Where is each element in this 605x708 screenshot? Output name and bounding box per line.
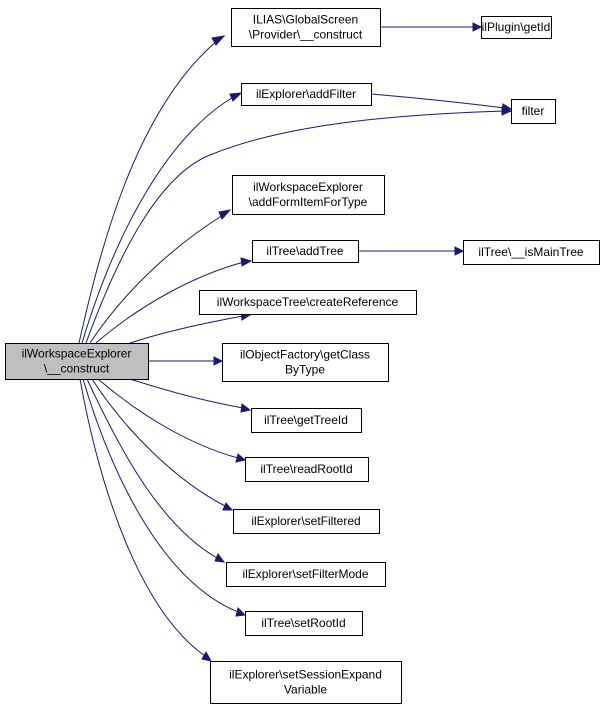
node-box (252, 240, 359, 263)
node-label: \__construct (44, 362, 110, 376)
edge-root-createref (129, 315, 244, 344)
node-label: ilTree\setRootId (261, 616, 345, 630)
node-box (5, 343, 149, 380)
nodes-layer: ilWorkspaceExplorer\__constructILIAS\Glo… (5, 8, 600, 704)
edge-root-setfiltered (91, 378, 226, 507)
node-label: ilExplorer\setFilterMode (242, 567, 368, 581)
edge-root-globalscreen (78, 39, 219, 344)
node-box (199, 290, 417, 315)
arrow-root-globalscreen (211, 35, 226, 46)
arrow-addtree-ismaintree (454, 246, 465, 256)
edge-root-addfilter (81, 95, 236, 344)
node-box (241, 83, 372, 106)
edge-root-readrootid (97, 378, 239, 459)
edge-root-setfiltermode (86, 378, 218, 559)
node-readrootid[interactable]: ilTree\readRootId (245, 457, 369, 482)
edge-root-setrootid (82, 378, 239, 613)
arrow-root-setrootid (235, 607, 247, 617)
node-label: \Provider\__construct (249, 28, 363, 42)
node-addfilter[interactable]: ilExplorer\addFilter (241, 83, 372, 106)
node-root[interactable]: ilWorkspaceExplorer\__construct (5, 343, 149, 380)
node-createref[interactable]: ilWorkspaceTree\createReference (199, 290, 417, 315)
node-box (251, 408, 362, 433)
arrow-root-addfilter (229, 92, 243, 102)
node-box (511, 99, 556, 124)
node-label: ILIAS\GlobalScreen (253, 13, 358, 27)
arrow-root-getclass (213, 356, 224, 366)
arrow-globalscreen-plugin (472, 22, 483, 32)
node-label: ilWorkspaceExplorer (253, 180, 363, 194)
node-box (233, 509, 380, 534)
node-label: ilWorkspaceTree\createReference (217, 295, 399, 309)
node-label: ilTree\getTreeId (264, 413, 348, 427)
node-label: Variable (284, 683, 327, 697)
node-label: ilPlugin\getId (482, 20, 551, 34)
node-box (222, 343, 389, 382)
node-plugin_getid[interactable]: ilPlugin\getId (481, 16, 552, 39)
node-label: ilTree\readRootId (260, 462, 352, 476)
node-label: ilObjectFactory\getClass (240, 348, 370, 362)
node-filter[interactable]: filter (511, 99, 556, 124)
arrow-root-addformitem (218, 209, 232, 220)
arrow-root-setsession (201, 650, 212, 662)
node-addformitem[interactable]: ilWorkspaceExplorer\addFormItemForType (232, 175, 385, 215)
node-label: ilWorkspaceExplorer (22, 347, 132, 361)
node-setfiltermode[interactable]: ilExplorer\setFilterMode (226, 562, 386, 587)
node-label: filter (522, 104, 545, 118)
node-box (463, 240, 600, 265)
node-label: ByType (285, 363, 325, 377)
node-setrootid[interactable]: ilTree\setRootId (245, 611, 363, 636)
node-box (226, 562, 386, 587)
node-box (245, 457, 369, 482)
edges-layer (78, 22, 513, 662)
node-label: ilTree\__isMainTree (478, 245, 583, 259)
arrow-root-addtree (240, 257, 253, 267)
arrow-root-gettreeid (240, 403, 252, 413)
node-label: \addFormItemForType (249, 195, 368, 209)
node-box (231, 8, 381, 47)
arrow-root-setfiltered (222, 502, 234, 511)
node-globalscreen[interactable]: ILIAS\GlobalScreen\Provider\__construct (231, 8, 381, 47)
edge-root-filter (85, 110, 506, 344)
node-addtree[interactable]: ilTree\addTree (252, 240, 359, 263)
node-box (210, 661, 402, 704)
node-setfiltered[interactable]: ilExplorer\setFiltered (233, 509, 380, 534)
edge-root-addtree (95, 261, 245, 344)
node-label: ilExplorer\setFiltered (251, 514, 360, 528)
arrow-root-setfiltermode (214, 553, 226, 563)
node-gettreeid[interactable]: ilTree\getTreeId (251, 408, 362, 433)
edge-root-gettreeid (129, 378, 244, 409)
edge-root-setsession (79, 378, 206, 657)
edge-root-addformitem (89, 214, 224, 344)
arrow-addfilter-filter (501, 103, 513, 112)
node-label: ilExplorer\setSessionExpand (229, 668, 382, 682)
node-label: ilTree\addTree (266, 244, 343, 258)
node-box (481, 16, 552, 39)
node-box (232, 175, 385, 215)
arrow-root-readrootid (235, 453, 247, 463)
node-ismaintree[interactable]: ilTree\__isMainTree (463, 240, 600, 265)
edge-addfilter-filter (370, 93, 506, 109)
node-label: ilExplorer\addFilter (256, 87, 356, 101)
node-box (245, 611, 363, 636)
